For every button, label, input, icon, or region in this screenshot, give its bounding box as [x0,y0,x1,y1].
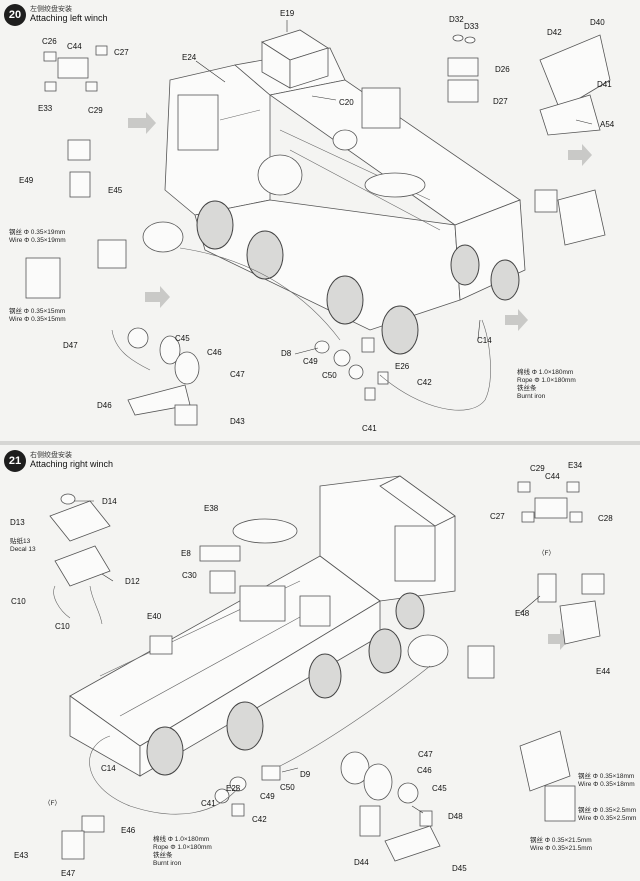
part-label: C49 [303,357,318,366]
part-label: D40 [590,18,605,27]
part-label: C46 [207,348,222,357]
part-label: E44 [596,667,611,676]
wire-note: 钢丝 Φ 0.35×21.5mm Wire Φ 0.35×21.5mm [530,837,593,852]
part-label: E40 [147,612,162,621]
part-label: C26 [42,37,57,46]
part-label: C14 [101,764,116,773]
part-label: D33 [464,22,479,31]
part-label: D9 [300,770,311,779]
part-label: D48 [448,812,463,821]
part-label: C27 [490,512,505,521]
part-label: D46 [97,401,112,410]
part-label: D41 [597,80,612,89]
part-label: E8 [181,549,191,558]
part-label: E48 [515,609,530,618]
part-label: D43 [230,417,245,426]
part-label: E47 [61,869,76,878]
part-label: E25 [226,784,241,793]
step-20-panel: 20 左侧绞盘安装 Attaching left winch E19 C26 C… [0,0,640,440]
part-label: E46 [121,826,136,835]
part-label: D14 [102,497,117,506]
part-label: E24 [182,53,197,62]
part-label: D12 [125,577,140,586]
step-21-title-en: Attaching right winch [30,459,114,469]
part-label: C29 [530,464,545,473]
paren-f-label: （F） [538,550,555,557]
wire-note: 钢丝 Φ 0.35×15mm Wire Φ 0.35×15mm [9,308,66,323]
rope-note: 棉线 Φ 1.0×180mm Rope Φ 1.0×180mm 铁丝条 Burn… [153,836,212,867]
step-21-title-cn: 右侧绞盘安装 [30,452,72,459]
part-label: C10 [11,597,26,606]
step-21-badge: 21 [4,450,26,472]
step-20-title-cn: 左侧绞盘安装 [30,6,72,13]
step-20-drawing [25,20,611,426]
part-label: C50 [322,371,337,380]
part-label: C44 [67,42,82,51]
part-label: E43 [14,851,29,860]
part-label: C14 [477,336,492,345]
part-label: C44 [545,472,560,481]
part-label: C47 [230,370,245,379]
part-label: E49 [19,176,34,185]
part-label: C10 [55,622,70,631]
step-21-drawing [49,475,605,862]
decal-note: 贴纸13 Decal 13 [10,538,36,553]
part-label: E45 [108,186,123,195]
step-20-title-en: Attaching left winch [30,13,108,23]
part-label: C45 [432,784,447,793]
part-label: D47 [63,341,78,350]
part-label: D44 [354,858,369,867]
part-label: C50 [280,783,295,792]
wire-note: 钢丝 Φ 0.35×2.5mm Wire Φ 0.35×2.5mm [578,807,637,822]
part-label: D45 [452,864,467,873]
part-label: C27 [114,48,129,57]
paren-f-label: （F） [44,800,61,807]
part-label: C41 [201,799,216,808]
part-label: C29 [88,106,103,115]
part-label: C41 [362,424,377,433]
part-label: C20 [339,98,354,107]
part-label: C49 [260,792,275,801]
part-label: C42 [417,378,432,387]
part-label: D32 [449,15,464,24]
part-label: C28 [598,514,613,523]
part-label: C47 [418,750,433,759]
part-label: D42 [547,28,562,37]
part-label: E19 [280,9,295,18]
part-label: E38 [204,504,219,513]
step-21-panel: 21 右侧绞盘安装 Attaching right winch D14 D13 … [0,446,640,881]
part-label: D27 [493,97,508,106]
part-label: E33 [38,104,53,113]
part-label: A54 [600,120,615,129]
part-label: C45 [175,334,190,343]
wire-note: 钢丝 Φ 0.35×18mm Wire Φ 0.35×18mm [578,773,635,788]
step-divider [0,441,640,445]
rope-note: 棉线 Φ 1.0×180mm Rope Φ 1.0×180mm 铁丝条 Burn… [517,369,576,400]
part-label: C42 [252,815,267,824]
part-label: C30 [182,571,197,580]
part-label: C46 [417,766,432,775]
wire-note: 钢丝 Φ 0.35×19mm Wire Φ 0.35×19mm [9,229,66,244]
part-label: E34 [568,461,583,470]
part-label: E26 [395,362,410,371]
part-label: D8 [281,349,292,358]
part-label: D13 [10,518,25,527]
step-20-badge: 20 [4,4,26,26]
part-label: D26 [495,65,510,74]
